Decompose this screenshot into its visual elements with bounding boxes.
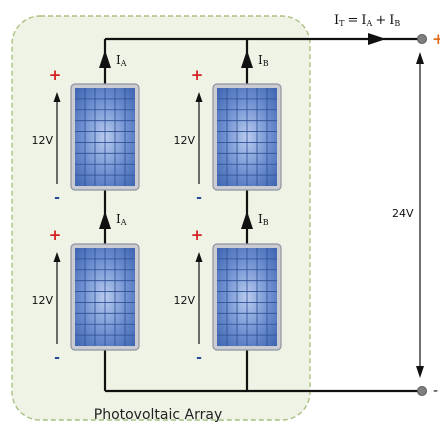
panel-voltage-label: 12V [31,134,53,147]
positive-terminal-sign: + [432,30,440,48]
panel-positive-sign: + [49,66,62,84]
string-b-current-label-top: IB [258,53,269,68]
panel-positive-sign: + [49,226,62,244]
panel-positive-sign: + [191,226,204,244]
panel-negative-sign: - [54,190,60,206]
total-current-label: IT=IA+IB [334,13,400,28]
panel-positive-sign: + [191,66,204,84]
panel-voltage-label: 12V [173,134,195,147]
total-current-arrow [368,33,386,45]
string-a-current-label-mid: IA [116,212,127,227]
string-a-current-arrow-mid [99,211,111,229]
panel-negative-sign: - [196,190,202,206]
panel-voltage-arrow-head [195,92,203,102]
string-b-current-arrow-mid [241,211,253,229]
panel-voltage-arrow-head [53,92,61,102]
positive-terminal [417,34,427,44]
output-voltage-arrow-head-top [416,52,424,64]
negative-terminal-sign: - [433,383,438,399]
string-b-current-arrow-top [241,50,253,68]
panel-voltage-label: 12V [173,294,195,307]
output-voltage-arrow-head-bottom [416,366,424,378]
panel-voltage-arrow-head [53,252,61,262]
output-voltage-label: 24V [392,207,414,220]
panel-negative-sign: - [196,350,202,366]
array-label: Photovoltaic Array [94,407,223,423]
panel-voltage-arrow-head [195,252,203,262]
string-a-current-label-top: IA [116,53,127,68]
negative-terminal [417,386,427,396]
panel-negative-sign: - [54,350,60,366]
pv-panels: + - 12V + - 12V + - 12V + - 12V [31,66,282,366]
panel-voltage-label: 12V [31,294,53,307]
string-a-current-arrow-top [99,50,111,68]
string-b-current-label-mid: IB [258,212,269,227]
